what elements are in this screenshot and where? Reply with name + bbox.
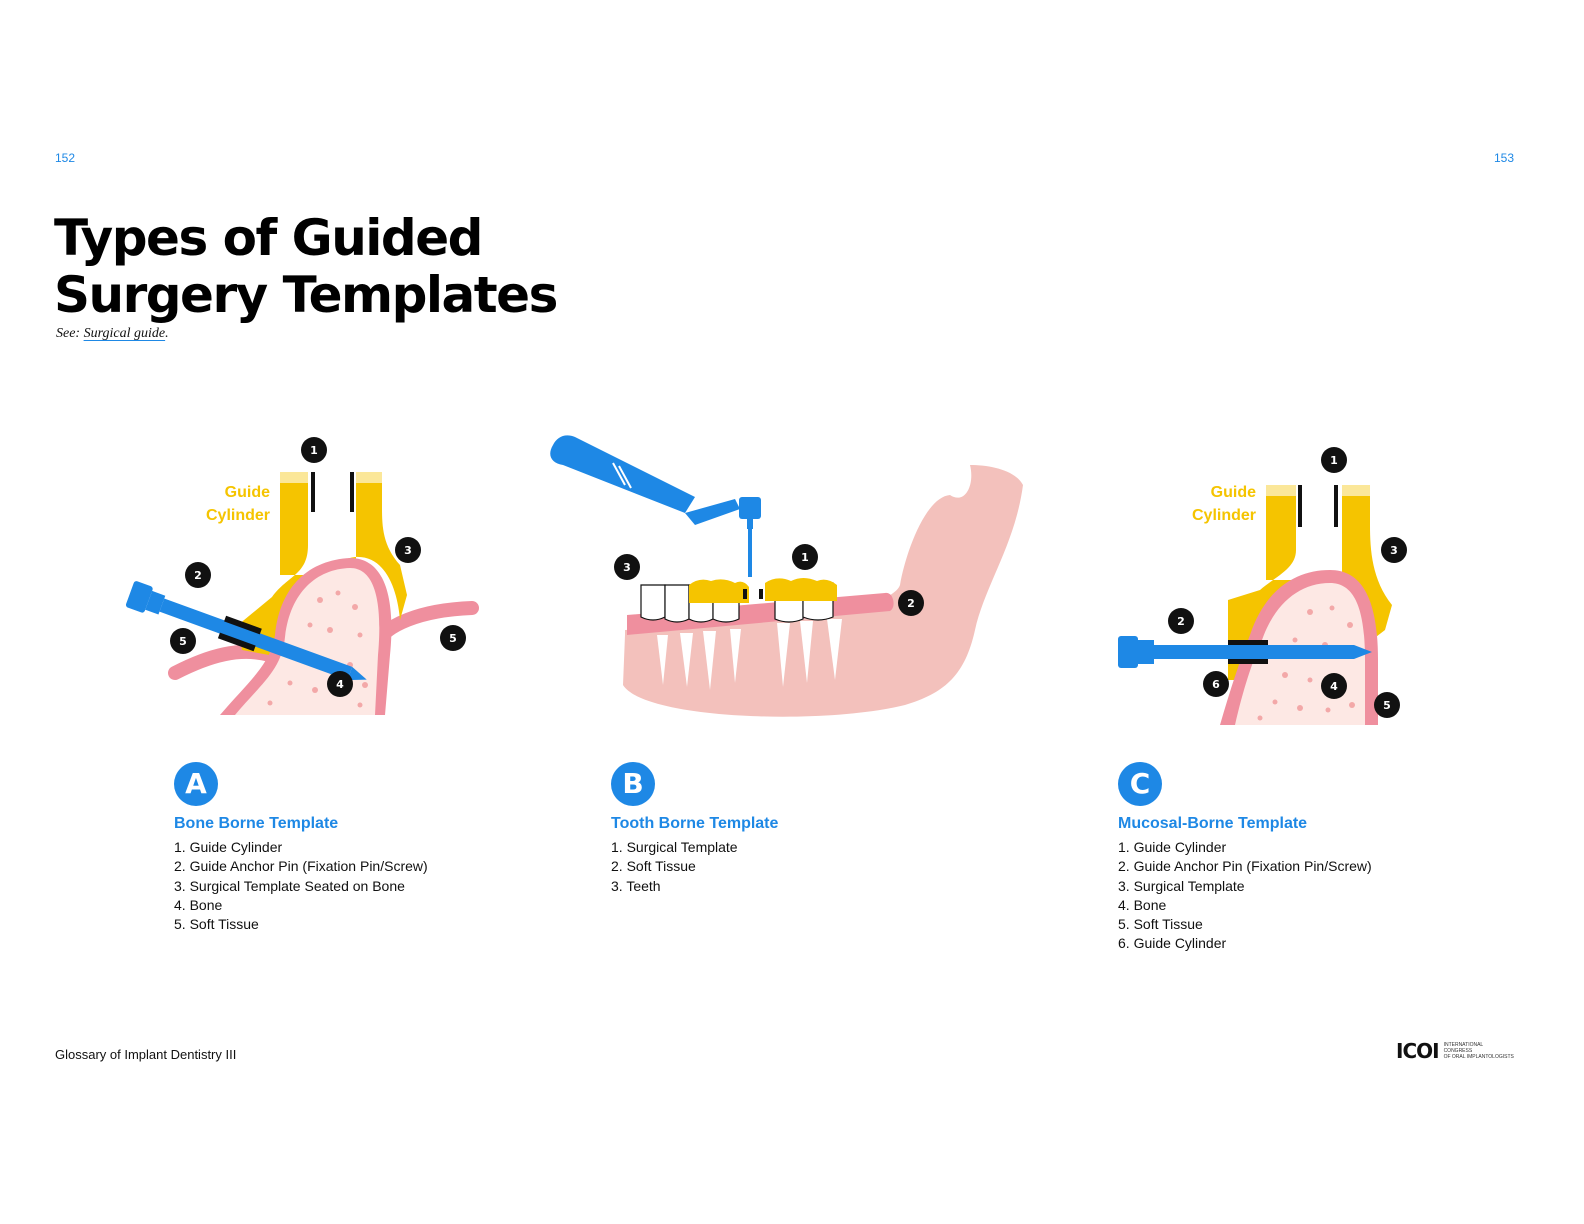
section-a-title: Bone Borne Template [174,815,339,832]
anchor-pin-c [1118,636,1372,668]
marker-c-1: 1 [1321,447,1347,473]
marker-c-2: 2 [1168,608,1194,634]
logo-line-3: OF ORAL IMPLANTOLOGISTS [1443,1054,1514,1060]
tooth-roots [657,619,842,690]
svg-text:4: 4 [1330,680,1338,693]
guide-label-a-1: Guide [225,484,270,501]
list-item: 2. Soft Tissue [611,858,696,875]
guide-label-c-2: Cylinder [1192,507,1256,524]
logo-line-2: CONGRESS [1443,1048,1473,1054]
list-item: 4. Bone [174,896,223,913]
icoi-logo: ICOI INTERNATIONAL CONGRESS OF ORAL IMPL… [1396,1039,1514,1063]
svg-text:3: 3 [404,544,412,557]
template-band-c [1266,485,1370,496]
list-item: 1. Guide Cylinder [1118,839,1227,855]
figure-a-bone-borne: Guide Cylinder 1 2 3 5 5 4 [125,437,479,715]
svg-text:1: 1 [801,551,809,564]
marker-a-5-right: 5 [440,625,466,651]
list-item: 1. Guide Cylinder [174,839,283,855]
title-line-1: Types of Guided [54,209,483,267]
marker-c-6: 6 [1203,671,1229,697]
guide-label-c-1: Guide [1211,484,1256,501]
title-line-2: Surgery Templates [54,266,558,324]
see-also: See: Surgical guide. [56,326,169,342]
list-item: 6. Guide Cylinder [1118,935,1227,952]
page-title: Types of Guided Surgery Templates [54,209,558,324]
mandible [623,465,1023,717]
section-c-title: Mucosal-Borne Template [1118,815,1308,832]
footer-text: Glossary of Implant Dentistry III [55,1047,237,1062]
list-item: 3. Surgical Template [1118,877,1245,894]
logo-mark: ICOI [1396,1039,1440,1063]
template-body-c [1228,485,1392,680]
section-b-badge: B [611,762,655,806]
svg-text:2: 2 [1177,615,1185,628]
svg-text:2: 2 [194,569,202,582]
list-item: 3. Surgical Template Seated on Bone [174,877,405,894]
tooth-template [689,578,837,603]
drill-gap-left [743,589,747,599]
logo-line-1: INTERNATIONAL [1443,1042,1484,1048]
marker-a-3: 3 [395,537,421,563]
marker-a-1: 1 [301,437,327,463]
marker-a-2: 2 [185,562,211,588]
figure-b-tooth-borne: 1 2 3 [550,435,1023,717]
list-item: 5. Soft Tissue [174,916,259,933]
svg-text:1: 1 [1330,454,1338,467]
section-b-title: Tooth Borne Template [611,815,779,832]
page-number-left: 152 [55,151,76,165]
marker-b-1: 1 [792,544,818,570]
marker-b-3: 3 [614,554,640,580]
section-a-list: 1. Guide Cylinder 2. Guide Anchor Pin (F… [174,838,428,934]
cylinder-bar-right [350,472,354,512]
list-item: 2. Guide Anchor Pin (Fixation Pin/Screw) [174,858,428,875]
drill-gap-right [759,589,763,599]
svg-text:2: 2 [907,597,915,610]
svg-text:1: 1 [310,444,318,457]
list-item: 3. Teeth [611,877,661,894]
list-item: 4. Bone [1118,896,1167,913]
surgical-guide-link[interactable]: Surgical guide [83,326,166,341]
svg-text:3: 3 [1390,544,1398,557]
cylinder-bar-left [311,472,315,512]
list-item: 5. Soft Tissue [1118,916,1203,933]
anchor-pin-a [125,581,367,681]
svg-text:5: 5 [179,635,187,648]
see-also-suffix: . [165,326,169,341]
section-c-list: 1. Guide Cylinder 2. Guide Anchor Pin (F… [1118,838,1372,954]
list-item: 2. Guide Anchor Pin (Fixation Pin/Screw) [1118,858,1372,875]
section-b-list: 1. Surgical Template 2. Soft Tissue 3. T… [611,838,738,896]
page-number-right: 153 [1493,151,1514,165]
marker-c-3: 3 [1381,537,1407,563]
svg-text:5: 5 [1383,699,1391,712]
handpiece [550,435,761,577]
svg-text:3: 3 [623,561,631,574]
figure-c-mucosal-borne: Guide Cylinder 1 2 3 6 4 5 [1118,447,1407,725]
template-band [280,472,382,483]
marker-a-4: 4 [327,671,353,697]
section-c-badge: C [1118,762,1162,806]
cylinder-bar-right-c [1334,485,1338,527]
cylinder-bar-left-c [1298,485,1302,527]
marker-b-2: 2 [898,590,924,616]
soft-tissue-left [168,644,277,680]
marker-a-5-left: 5 [170,628,196,654]
svg-text:5: 5 [449,632,457,645]
see-also-prefix: See: [56,326,84,341]
marker-c-4: 4 [1321,673,1347,699]
svg-text:6: 6 [1212,678,1220,691]
logo-text: INTERNATIONAL CONGRESS OF ORAL IMPLANTOL… [1444,1042,1514,1060]
section-a-badge: A [174,762,218,806]
marker-c-5: 5 [1374,692,1400,718]
list-item: 1. Surgical Template [611,839,738,855]
svg-text:4: 4 [336,678,344,691]
guide-label-a-2: Cylinder [206,507,270,524]
